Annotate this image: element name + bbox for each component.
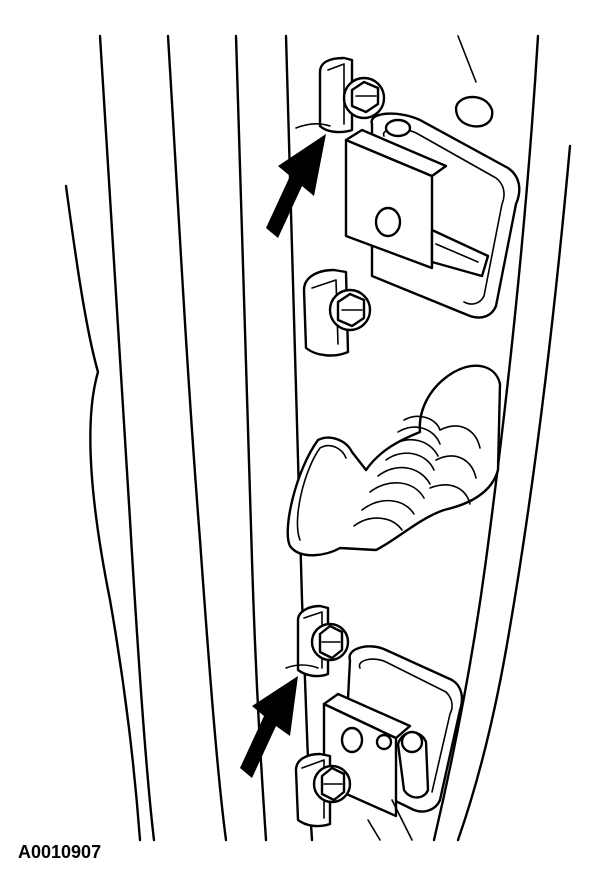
lower-bottom-clip bbox=[294, 752, 352, 828]
upper-bracket bbox=[344, 112, 521, 319]
rubber-boot bbox=[286, 364, 502, 557]
lower-top-clip bbox=[296, 604, 350, 678]
upper-top-clip bbox=[318, 56, 494, 134]
separation-lines bbox=[285, 123, 331, 669]
lower-arrow-icon bbox=[240, 676, 298, 778]
upper-bottom-clip bbox=[302, 268, 372, 357]
figure-id-label: A0010907 bbox=[18, 842, 102, 862]
upper-arrow-icon bbox=[266, 134, 326, 238]
